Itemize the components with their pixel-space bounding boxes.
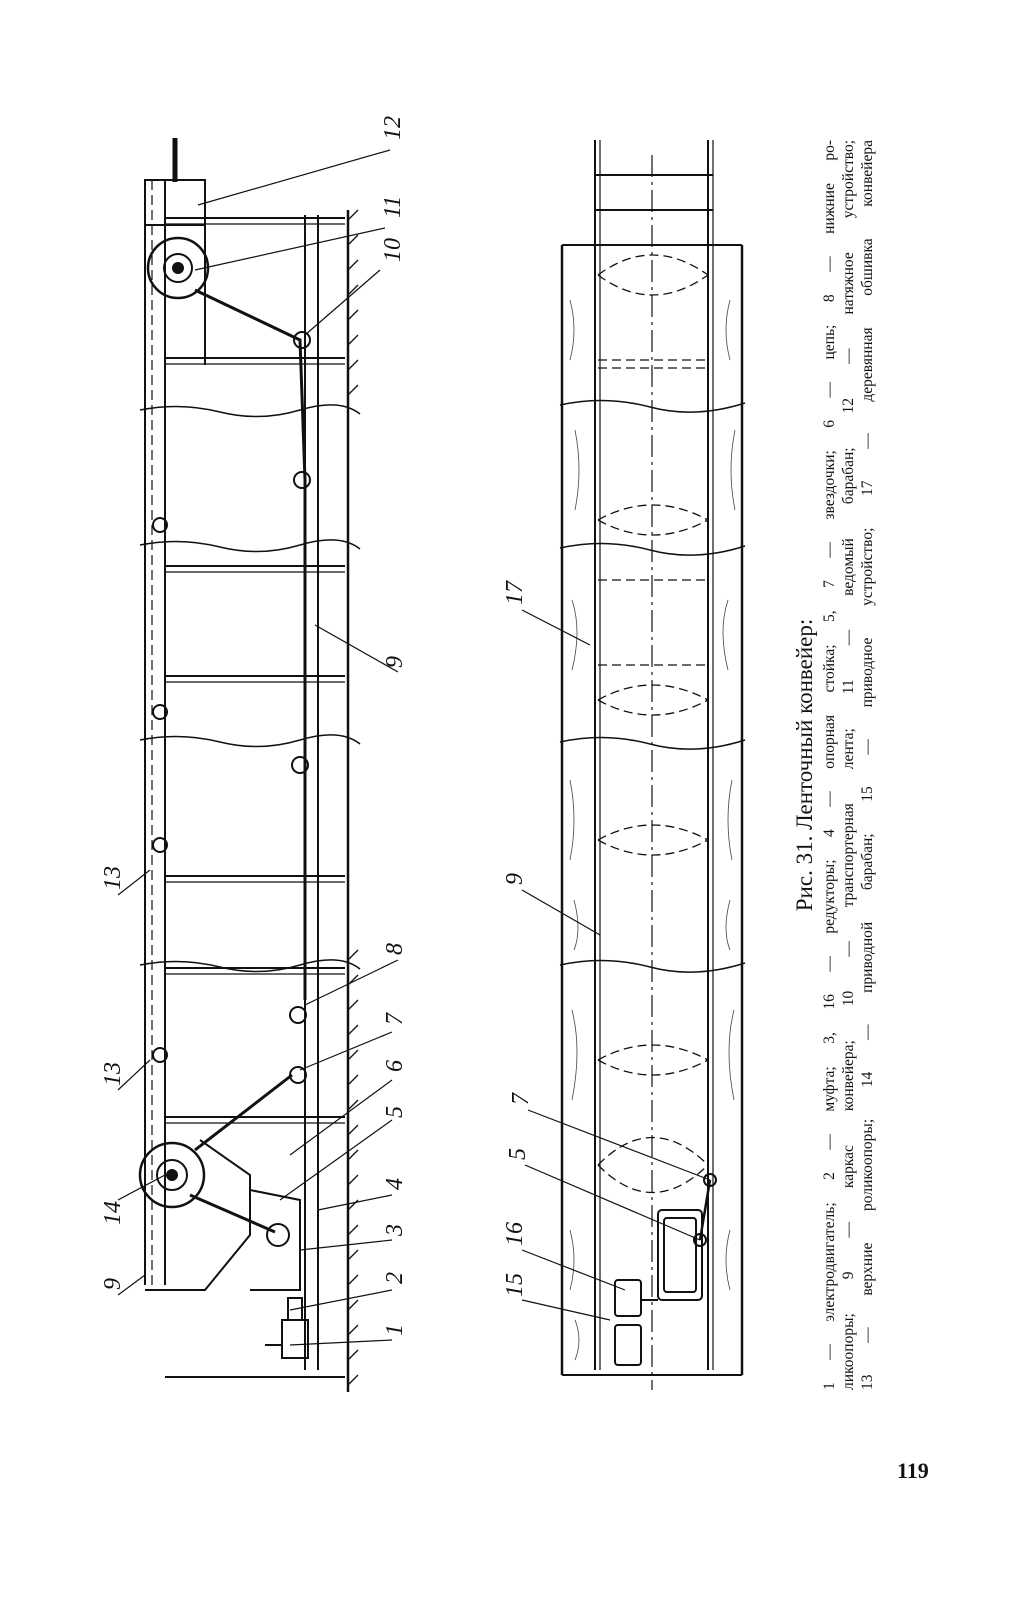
label-15: 15 (502, 1273, 528, 1297)
label-16: 16 (502, 1222, 528, 1246)
label-5b: 5 (505, 1148, 531, 1160)
side-view-labels: 12 11 10 9 8 7 6 5 4 3 2 1 13 13 14 9 (100, 116, 408, 1336)
label-7b: 7 (508, 1092, 534, 1105)
figure-title: Рис. 31. Ленточный конвейер: (792, 618, 817, 912)
label-17: 17 (502, 580, 528, 605)
label-10: 10 (380, 238, 406, 262)
label-8: 8 (382, 943, 408, 955)
label-12: 12 (380, 116, 406, 140)
caption-line-3: 13 — верхние роликоопоры; 14 — приводной… (859, 140, 876, 1390)
figure-caption: Рис. 31. Ленточный конвейер: 1 — электро… (790, 140, 890, 1390)
label-13b: 13 (100, 1062, 126, 1086)
side-view (117, 138, 399, 1392)
plan-view (521, 140, 746, 1390)
label-2: 2 (382, 1272, 408, 1284)
label-9b: 9 (100, 1278, 126, 1290)
label-1: 1 (382, 1324, 408, 1336)
label-9a: 9 (382, 656, 408, 668)
page-number: 119 (897, 1458, 929, 1483)
label-3: 3 (382, 1224, 408, 1237)
label-6: 6 (382, 1060, 408, 1072)
plan-view-labels: 17 9 7 5 16 15 (502, 580, 534, 1297)
label-11: 11 (380, 196, 406, 218)
label-14: 14 (100, 1201, 126, 1225)
caption-line-1: 1 — электродвигатель; 2 — муфта; 3, 16 —… (821, 140, 838, 1390)
label-13a: 13 (100, 866, 126, 890)
caption-line-2: ликоопоры; 9 — каркас конвейера; 10 — тр… (840, 140, 857, 1390)
label-5: 5 (382, 1106, 408, 1118)
label-9c: 9 (502, 873, 528, 885)
label-7: 7 (382, 1012, 408, 1025)
label-4: 4 (382, 1178, 408, 1190)
